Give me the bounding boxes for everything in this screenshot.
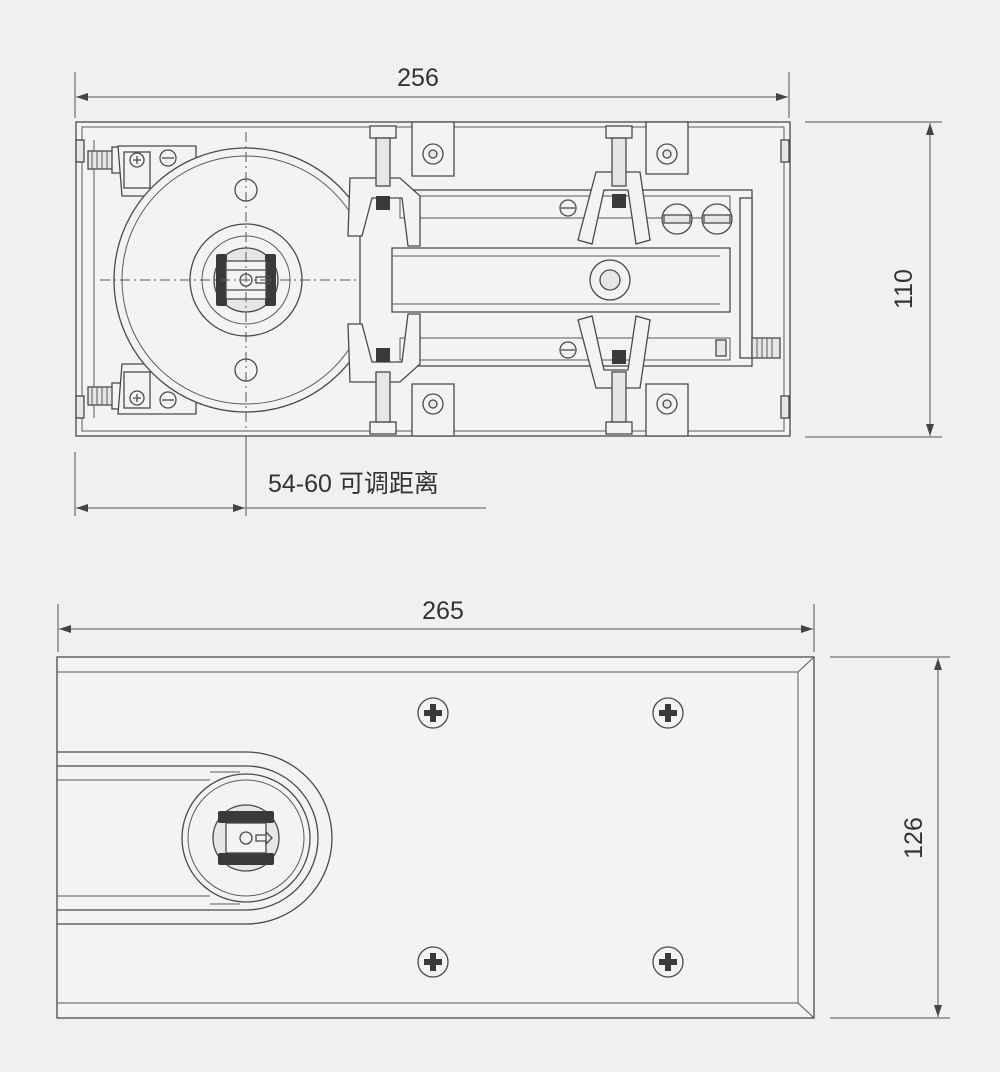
dimension-adjust: 54-60 可调距离	[74, 436, 486, 516]
dimension-label-126: 126	[900, 817, 928, 859]
bottom-view: 265 126	[56, 597, 950, 1019]
mounting-lugs	[411, 121, 689, 437]
screw-icon	[417, 946, 449, 978]
spindle-slot	[57, 751, 333, 925]
rotary-body	[100, 132, 392, 430]
arrow-icon	[255, 272, 273, 288]
dimension-label-265: 265	[422, 597, 464, 625]
dimension-label-adjust: 54-60 可调距离	[268, 470, 439, 498]
cover-screws	[417, 697, 684, 978]
v-brackets	[347, 171, 651, 389]
dimension-label-256: 256	[397, 64, 439, 92]
dimension-126: 126	[830, 656, 950, 1019]
top-view: 256 110 54-60 可调距离	[74, 64, 942, 516]
screw-icon	[417, 697, 449, 729]
direction-arrow-icon	[255, 830, 273, 846]
dimension-256: 256	[74, 64, 790, 118]
threaded-rods	[369, 125, 633, 435]
piston-arm	[359, 189, 781, 367]
dimension-label-110: 110	[890, 269, 918, 309]
dimension-110: 110	[805, 121, 942, 438]
screw-icon	[652, 946, 684, 978]
dimension-265: 265	[57, 597, 815, 652]
screw-icon	[652, 697, 684, 729]
